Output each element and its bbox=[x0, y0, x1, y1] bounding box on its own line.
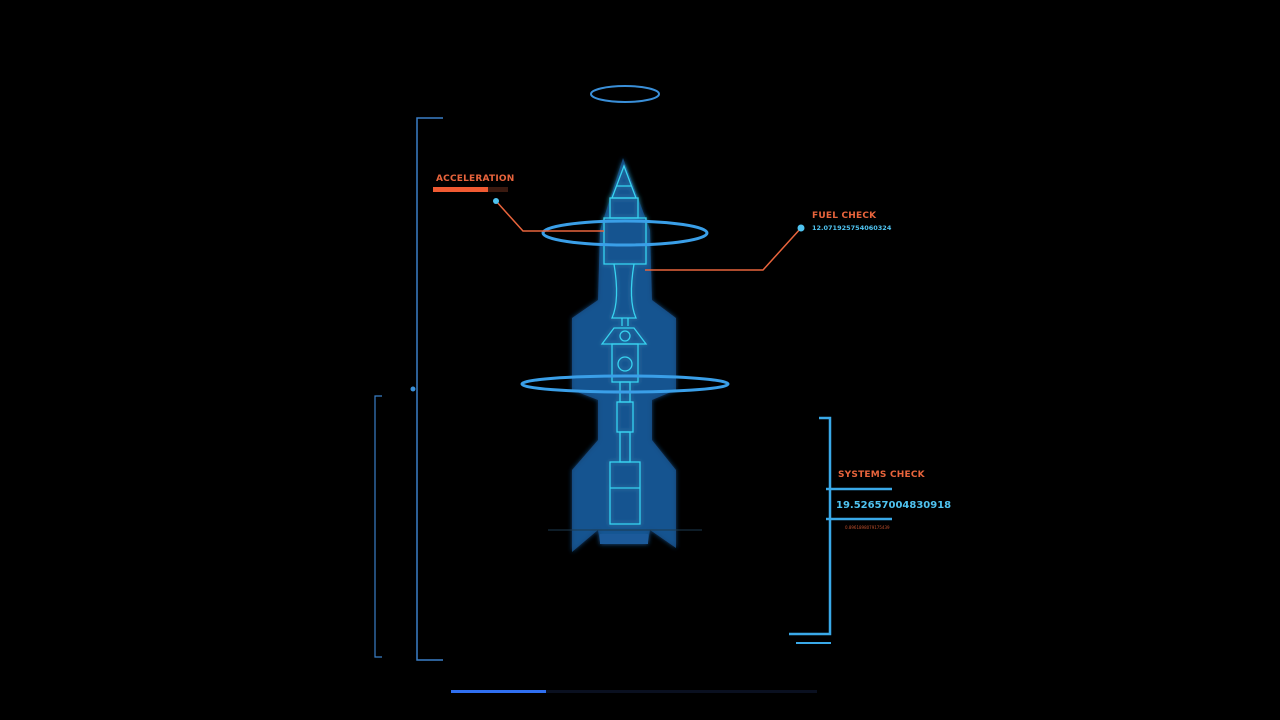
acceleration-connector bbox=[495, 200, 604, 232]
systems-check-sub-value: 0.8961898079175439 bbox=[845, 525, 890, 530]
fuel-dot bbox=[797, 224, 805, 232]
systems-check-value: 19.52657004830918 bbox=[836, 500, 952, 511]
fuel-connector bbox=[645, 227, 802, 271]
rocket-silhouette bbox=[572, 158, 676, 552]
acceleration-label: ACCELERATION bbox=[436, 174, 515, 184]
bracket-dot bbox=[410, 386, 416, 392]
acceleration-bar bbox=[433, 187, 508, 192]
acceleration-bar-fill bbox=[433, 187, 488, 192]
lower-ring bbox=[520, 374, 730, 394]
systems-check-label: SYSTEMS CHECK bbox=[838, 470, 925, 480]
progress-bar bbox=[451, 690, 817, 693]
left-bracket-outer bbox=[416, 117, 443, 661]
rocket-blueprint-lines bbox=[600, 164, 648, 525]
progress-bar-fill bbox=[451, 690, 547, 693]
rocket-base bbox=[600, 534, 648, 544]
upper-ring bbox=[541, 219, 709, 247]
acceleration-dot bbox=[493, 198, 499, 204]
fuel-check-label: FUEL CHECK bbox=[812, 211, 877, 221]
top-ring bbox=[590, 85, 660, 103]
left-bracket-inner bbox=[374, 395, 382, 658]
rocket-hologram bbox=[572, 158, 676, 552]
fuel-check-value: 12.071925754060324 bbox=[812, 224, 892, 232]
right-bracket bbox=[789, 416, 832, 636]
